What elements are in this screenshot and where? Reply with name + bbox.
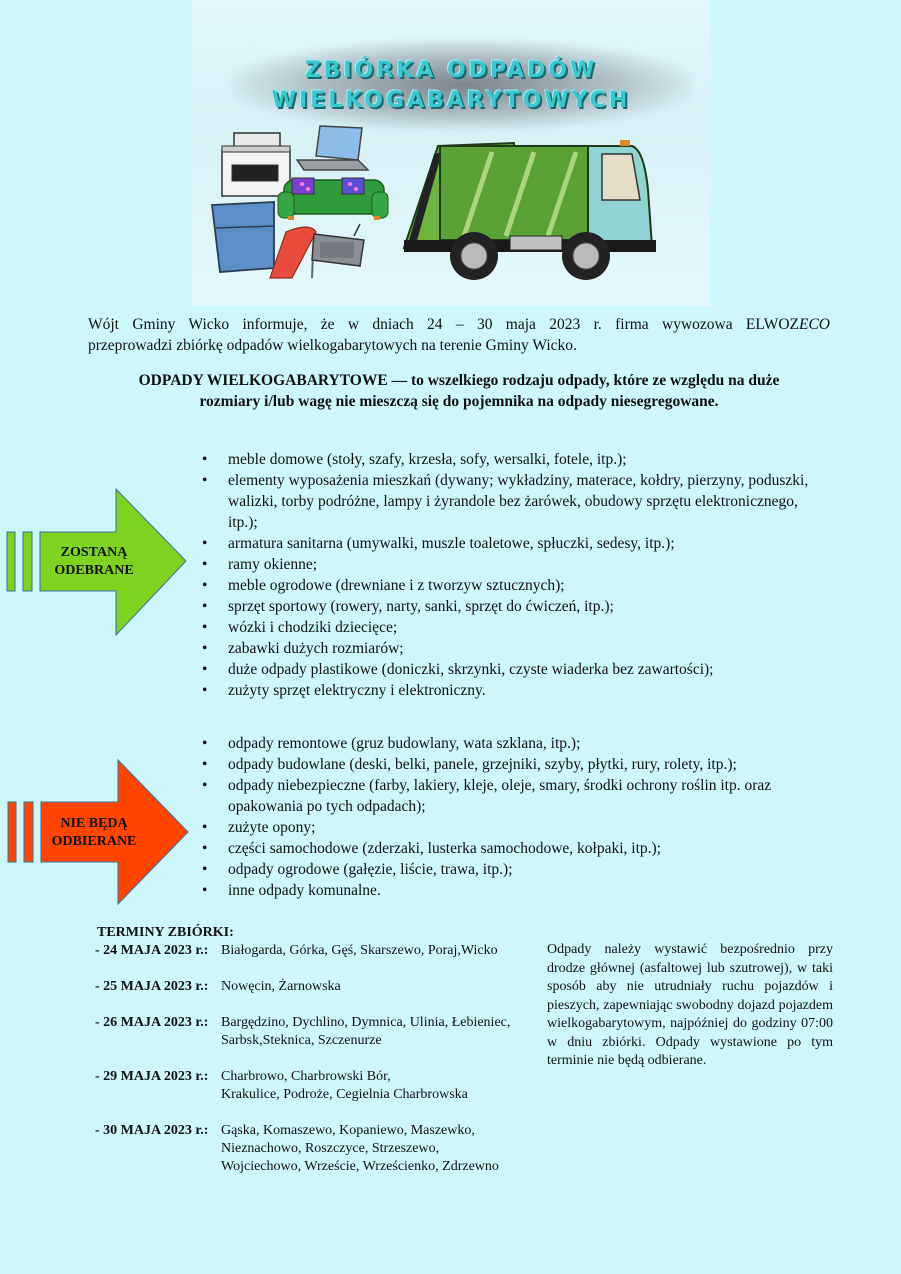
schedule-entry: - 29 MAJA 2023 r.: Charbrowo, Charbrowsk… xyxy=(95,1069,468,1102)
schedule-date: - 26 MAJA 2023 r.: xyxy=(95,1015,209,1030)
intro-line1: Wójt Gminy Wicko informuje, że w dniach … xyxy=(88,316,830,333)
list-item: •zabawki dużych rozmiarów; xyxy=(202,640,404,657)
collected-items-list: •meble domowe (stoły, szafy, krzesła, so… xyxy=(188,449,828,701)
list-item: •meble domowe (stoły, szafy, krzesła, so… xyxy=(202,451,627,468)
placement-notice: Odpady należy wystawić bezpośrednio przy… xyxy=(547,942,833,1068)
bullet-icon: • xyxy=(202,451,208,468)
collected-arrow-icon xyxy=(6,487,187,637)
bullet-icon: • xyxy=(202,640,208,657)
bullet-icon: • xyxy=(202,598,208,615)
list-item: •odpady budowlane (deski, belki, panele,… xyxy=(202,756,737,773)
definition-line1: ODPADY WIELKOGABARYTOWE — to wszelkiego … xyxy=(138,372,780,389)
list-item: •ramy okienne; xyxy=(202,556,318,573)
intro-line2: przeprowadzi zbiórkę odpadów wielkogabar… xyxy=(88,337,577,354)
list-item: •armatura sanitarna (umywalki, muszle to… xyxy=(202,535,675,552)
definition-heading: ODPADY WIELKOGABARYTOWE — to wszelkiego … xyxy=(88,370,830,412)
banner-illustration xyxy=(210,125,656,280)
list-item: •elementy wyposażenia mieszkań (dywany; … xyxy=(202,472,809,531)
radio-icon xyxy=(311,223,365,267)
bullet-icon: • xyxy=(202,777,208,794)
list-item: •zużyte opony; xyxy=(202,819,316,836)
fridge-icon xyxy=(210,201,275,273)
schedule-date: - 30 MAJA 2023 r.: xyxy=(95,1123,209,1138)
schedule-entry: - 25 MAJA 2023 r.: Nowęcin, Żarnowska xyxy=(95,979,341,994)
banner-title-line2: WIELKOGABARYTOWYCH xyxy=(271,88,631,113)
bullet-icon: • xyxy=(202,556,208,573)
bullet-icon: • xyxy=(202,619,208,636)
intro-paragraph: Wójt Gminy Wicko informuje, że w dniach … xyxy=(88,314,830,356)
schedule-entry: - 24 MAJA 2023 r.: Białogarda, Górka, Gę… xyxy=(95,943,498,958)
list-item: •inne odpady komunalne. xyxy=(202,882,381,899)
list-item: •odpady remontowe (gruz budowlany, wata … xyxy=(202,735,581,752)
bullet-icon: • xyxy=(202,882,208,899)
list-item: •sprzęt sportowy (rowery, narty, sanki, … xyxy=(202,598,614,615)
schedule-entry: - 26 MAJA 2023 r.: Bargędzino, Dychlino,… xyxy=(95,1015,511,1048)
banner-image: ZBIÓRKA ODPADÓW WIELKOGABARYTOWYCH xyxy=(192,0,710,306)
definition-line2: rozmiary i/lub wagę nie mieszczą się do … xyxy=(199,393,719,410)
company-name-italic: ECO xyxy=(799,316,830,333)
schedule-heading: TERMINY ZBIÓRKI: xyxy=(97,925,234,940)
collected-label: ZOSTANĄ ODEBRANE xyxy=(54,545,134,578)
bullet-icon: • xyxy=(202,472,208,489)
bullet-icon: • xyxy=(202,819,208,836)
list-item: •części samochodowe (zderzaki, lusterka … xyxy=(202,840,661,857)
bullet-icon: • xyxy=(202,535,208,552)
banner-smoke-backdrop xyxy=(232,40,692,130)
schedule-entry: - 30 MAJA 2023 r.: Gąska, Komaszewo, Kop… xyxy=(95,1123,499,1174)
bullet-icon: • xyxy=(202,661,208,678)
bullet-icon: • xyxy=(202,756,208,773)
bullet-icon: • xyxy=(202,735,208,752)
list-item: •meble ogrodowe (drewniane i z tworzyw s… xyxy=(202,577,565,594)
rejected-label: NIE BĘDĄ ODBIERANE xyxy=(51,816,137,849)
list-item: •odpady niebezpieczne (farby, lakiery, k… xyxy=(202,777,772,815)
bullet-icon: • xyxy=(202,577,208,594)
bullet-icon: • xyxy=(202,861,208,878)
laptop-icon xyxy=(295,125,370,171)
sofa-icon xyxy=(277,177,389,220)
list-item: •odpady ogrodowe (gałęzie, liście, trawa… xyxy=(202,861,513,878)
collection-schedule: TERMINY ZBIÓRKI: - 24 MAJA 2023 r.: Biał… xyxy=(95,924,540,1194)
schedule-date: - 24 MAJA 2023 r.: xyxy=(95,943,209,958)
banner-title-line1: ZBIÓRKA ODPADÓW xyxy=(304,58,598,83)
schedule-date: - 25 MAJA 2023 r.: xyxy=(95,979,209,994)
rejected-items-list: •odpady remontowe (gruz budowlany, wata … xyxy=(188,733,828,901)
list-item: •wózki i chodziki dziecięce; xyxy=(202,619,398,636)
schedule-date: - 29 MAJA 2023 r.: xyxy=(95,1069,209,1084)
garbage-truck-icon xyxy=(402,140,656,280)
list-item: •zużyty sprzęt elektryczny i elektronicz… xyxy=(202,682,486,699)
stove-icon xyxy=(221,132,291,197)
bullet-icon: • xyxy=(202,682,208,699)
rejected-arrow-icon xyxy=(7,758,189,906)
list-item: •duże odpady plastikowe (doniczki, skrzy… xyxy=(202,661,714,678)
towel-ladder-icon xyxy=(269,226,317,279)
bullet-icon: • xyxy=(202,840,208,857)
